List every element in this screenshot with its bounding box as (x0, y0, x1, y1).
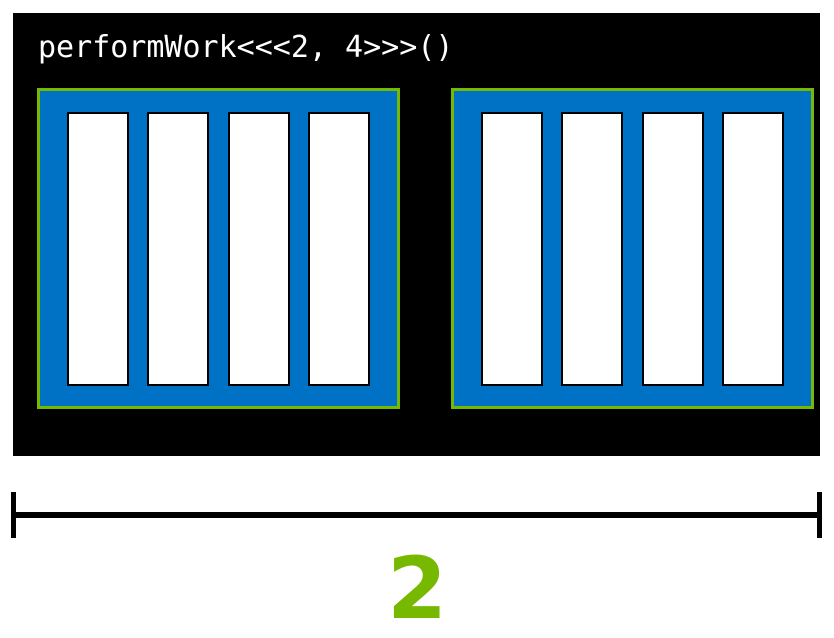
thread-block-1 (451, 88, 814, 409)
thread-1-3 (722, 111, 785, 386)
grid-dimension-label: 2 (387, 539, 447, 638)
thread-0-1 (147, 111, 210, 386)
thread-0-0 (66, 111, 129, 386)
thread-1-2 (641, 111, 704, 386)
kernel-launch-panel: performWork<<<2, 4>>>() (13, 13, 820, 456)
kernel-launch-title: performWork<<<2, 4>>>() (38, 30, 454, 65)
thread-block-0 (37, 88, 400, 409)
thread-1-1 (561, 111, 624, 386)
grid-dimension-bracket (11, 492, 822, 538)
bracket-cap-right-icon (817, 492, 822, 538)
thread-0-2 (227, 111, 290, 386)
thread-1-0 (480, 111, 543, 386)
blocks-row (37, 88, 814, 409)
bracket-line (11, 512, 822, 518)
thread-0-3 (308, 111, 371, 386)
